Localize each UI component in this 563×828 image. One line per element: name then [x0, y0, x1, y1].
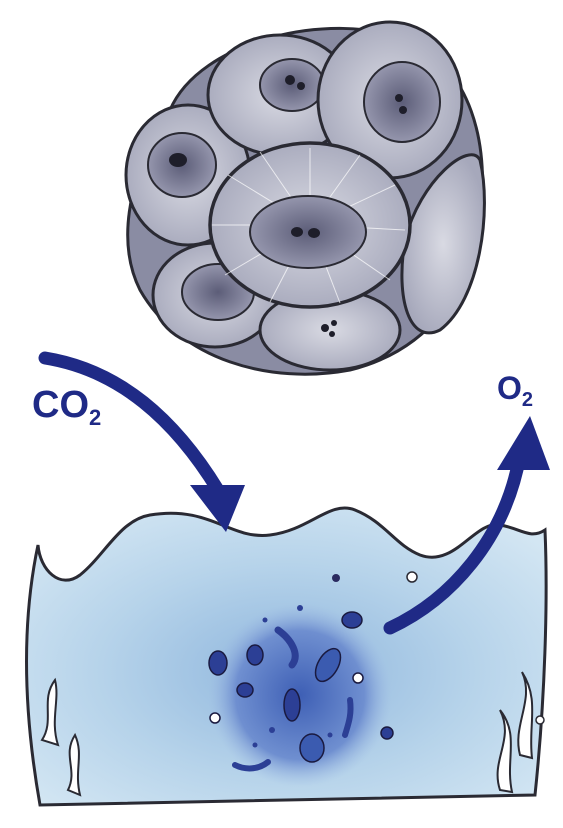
bubble	[332, 574, 340, 582]
bubble	[407, 572, 417, 582]
plate-front-center	[210, 143, 410, 307]
cell-cluster	[208, 603, 393, 787]
input-gas-sub: 2	[89, 405, 101, 430]
svg-text:O2: O2	[497, 370, 533, 411]
input-gas-main: CO	[32, 384, 89, 426]
svg-text:CO2: CO2	[32, 384, 101, 430]
bubble	[536, 716, 544, 724]
output-gas-main: O	[497, 370, 522, 406]
output-gas-sub: 2	[522, 389, 533, 411]
input-gas-label: CO2	[32, 384, 101, 430]
coccolithophore-icon	[126, 22, 484, 374]
output-gas-label: O2	[497, 370, 533, 411]
